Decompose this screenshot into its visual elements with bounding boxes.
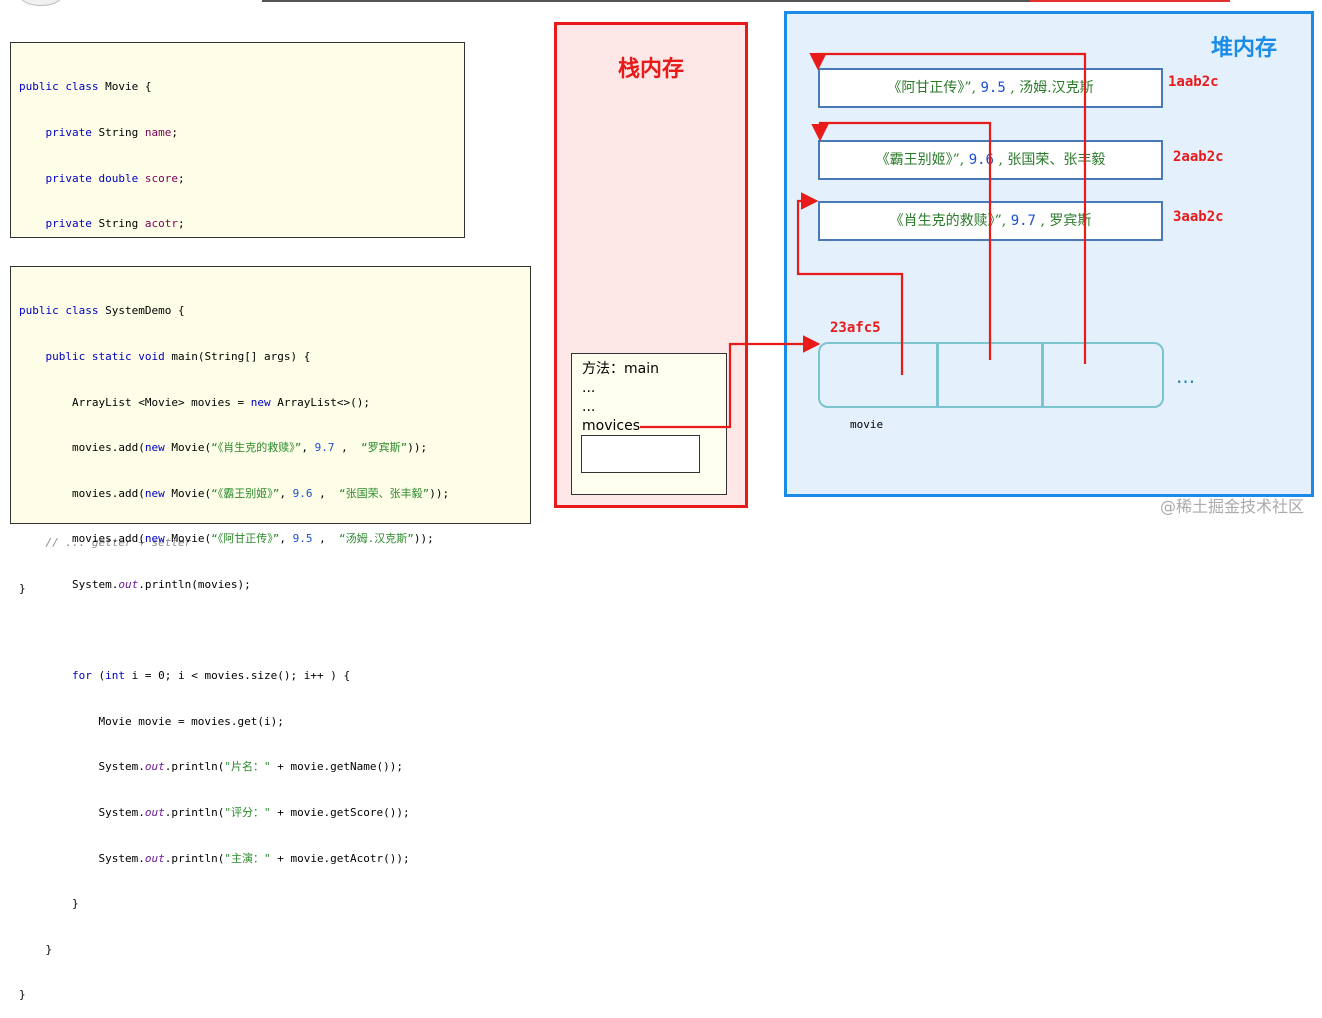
- object-address-1: 1aab2c: [1168, 74, 1219, 90]
- code-line: private String acotr;: [45, 217, 185, 231]
- heap-memory-title: 堆内存: [1210, 36, 1277, 61]
- code-line: System.out.println("评分：" + movie.getScor…: [19, 805, 410, 819]
- top-divider: [262, 0, 1062, 2]
- object-title: 《阿甘正传》”: [887, 80, 972, 96]
- code-line: ArrayList <Movie> movies = new ArrayList…: [19, 395, 371, 409]
- watermark: @稀土掘金技术社区: [1159, 497, 1304, 516]
- code-line: System.out.println(movies);: [19, 577, 251, 591]
- frame-empty-slot: [581, 435, 700, 473]
- reference-arrows: [640, 52, 1087, 429]
- code-line: System.out.println("片名：" + movie.getName…: [19, 760, 404, 774]
- main-method-frame: 方法：main ... ... movices: [571, 353, 727, 495]
- object-title: 《霸王别姬》”: [875, 152, 960, 168]
- object-address-2: 2aab2c: [1173, 149, 1224, 165]
- code-line: [19, 623, 522, 638]
- frame-line-ellipsis: ...: [582, 399, 596, 415]
- list-label: movie: [850, 418, 884, 431]
- object-actor: 汤姆.汉克斯: [1019, 80, 1094, 96]
- movie-class-code: public class Movie { private String name…: [10, 42, 465, 595]
- stack-memory-title: 栈内存: [617, 57, 684, 82]
- code-line: movies.add(new Movie(“《肖生克的救赎》”, 9.7 , “…: [19, 441, 428, 455]
- movie-object-1: 《阿甘正传》”, 9.5 , 汤姆.汉克斯: [818, 68, 1163, 108]
- arrow-cell2-to-object2: [811, 121, 992, 360]
- code-line: public class SystemDemo {: [19, 304, 185, 318]
- code-line: }: [19, 897, 79, 911]
- code-line: }: [19, 942, 53, 956]
- object-title: 《肖生克的救赎》”: [889, 213, 1002, 229]
- code-line: movies.add(new Movie(“《霸王别姬》”, 9.6 , “张国…: [19, 486, 450, 500]
- code-line: public static void main(String[] args) {: [45, 350, 311, 363]
- arrow-cell3-to-object1: [809, 52, 1087, 364]
- frame-line-variable: movices: [582, 418, 640, 434]
- object-score: 9.6: [968, 152, 994, 168]
- code-line: private double score;: [45, 171, 185, 185]
- code-line: System.out.println("主演：" + movie.getAcot…: [19, 851, 410, 865]
- object-actor: 张国荣、张丰毅: [1007, 152, 1106, 168]
- object-score: 9.7: [1010, 213, 1036, 229]
- arrow-cell1-to-object3: [796, 192, 904, 375]
- object-actor: 罗宾斯: [1049, 213, 1092, 229]
- arrow-stack-to-list: [640, 335, 821, 429]
- frame-line-method: 方法：main: [582, 361, 659, 377]
- code-line: Movie movie = movies.get(i);: [19, 714, 284, 728]
- code-line: private String name;: [45, 126, 178, 139]
- top-divider-accent: [1030, 0, 1230, 2]
- code-line: for (int i = 0; i < movies.size(); i++ )…: [71, 669, 351, 683]
- list-cell-divider: [936, 344, 939, 406]
- object-score: 9.5: [980, 80, 1006, 96]
- object-address-3: 3aab2c: [1173, 209, 1224, 225]
- list-cell-divider: [1041, 344, 1044, 406]
- list-more-ellipsis: ...: [1176, 364, 1196, 388]
- list-address: 23afc5: [830, 320, 881, 336]
- code-line: public class Movie {: [19, 80, 152, 94]
- frame-line-ellipsis: ...: [582, 380, 596, 396]
- code-line: }: [19, 988, 26, 1002]
